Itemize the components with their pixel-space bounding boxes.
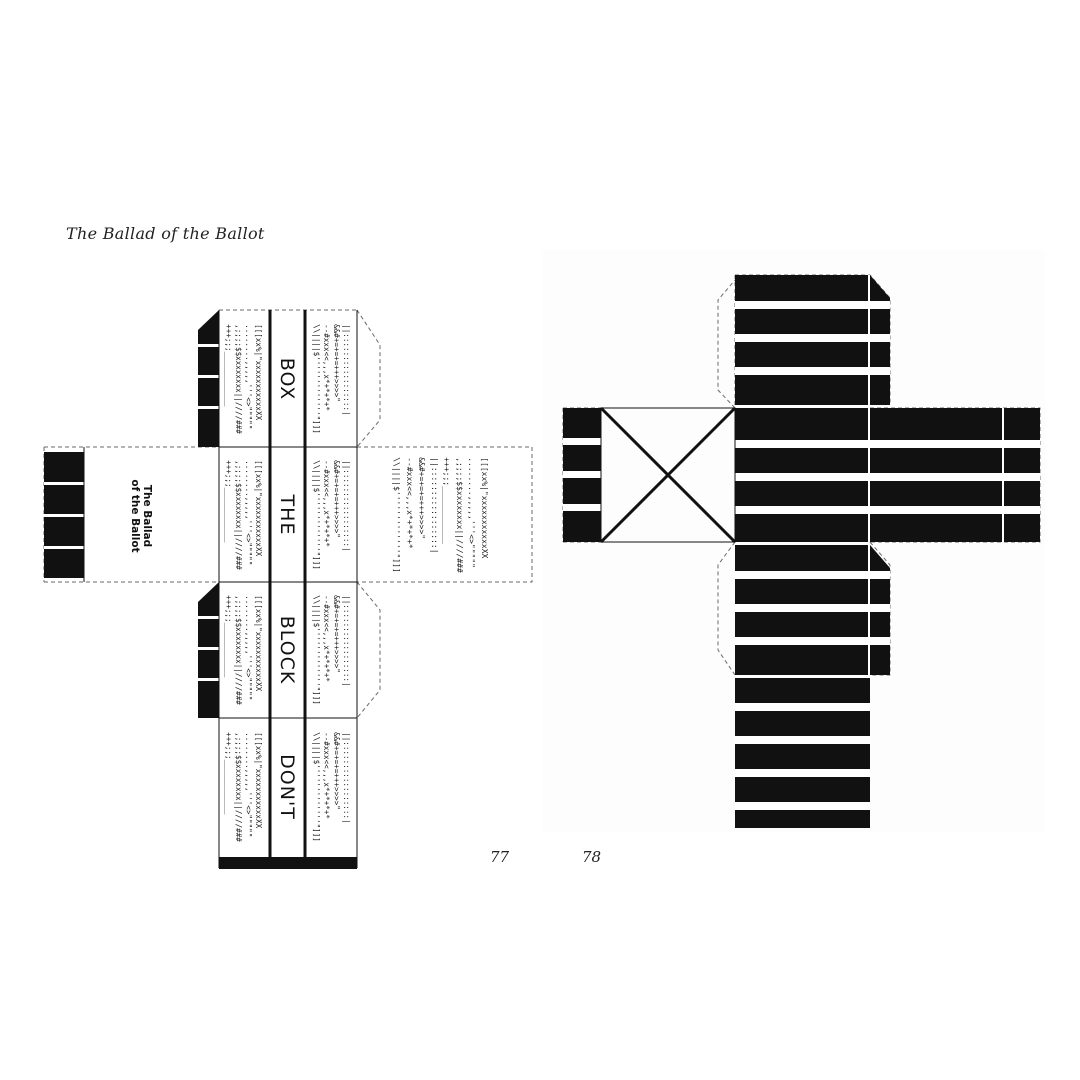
page-number-right: 78 [582, 848, 602, 866]
stripe-bands-right [563, 275, 1040, 828]
x-marks-the-spot [599, 406, 737, 544]
running-title: The Ballad of the Ballot [66, 224, 265, 243]
page-number-left: 77 [490, 848, 510, 866]
stripe-gaps-right [563, 275, 1040, 810]
fold-lines [83, 310, 358, 868]
tab-stripes [44, 344, 219, 681]
